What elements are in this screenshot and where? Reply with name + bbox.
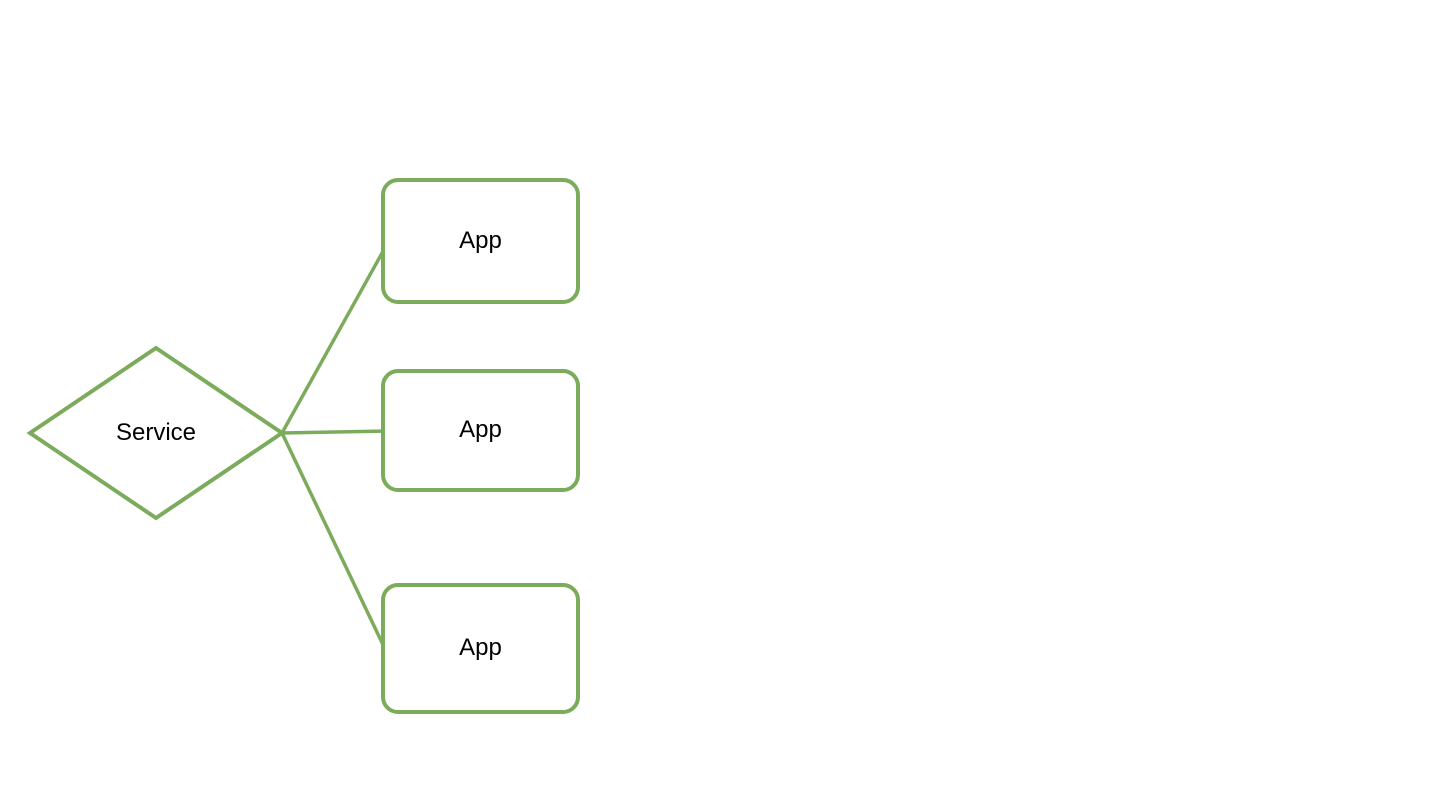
app1-node-shape xyxy=(381,178,580,304)
node-service-label: Service xyxy=(115,418,197,446)
edge-service-app1[interactable] xyxy=(280,244,388,435)
app2-node-shape xyxy=(381,369,580,492)
node-app-1[interactable]: App xyxy=(383,180,578,302)
node-app-2[interactable]: App xyxy=(383,371,578,490)
app3-node-shape xyxy=(381,583,580,714)
edge-service-app2[interactable] xyxy=(280,429,388,435)
node-app-2-label: App xyxy=(459,416,502,444)
edge-service-app3[interactable] xyxy=(280,431,388,653)
node-app-1-label: App xyxy=(459,226,502,254)
node-app-3[interactable]: App xyxy=(383,585,578,712)
node-app-3-label: App xyxy=(459,634,502,662)
edges-group xyxy=(280,244,388,653)
node-service[interactable]: Service xyxy=(30,348,282,518)
service-node-shape xyxy=(26,345,286,521)
